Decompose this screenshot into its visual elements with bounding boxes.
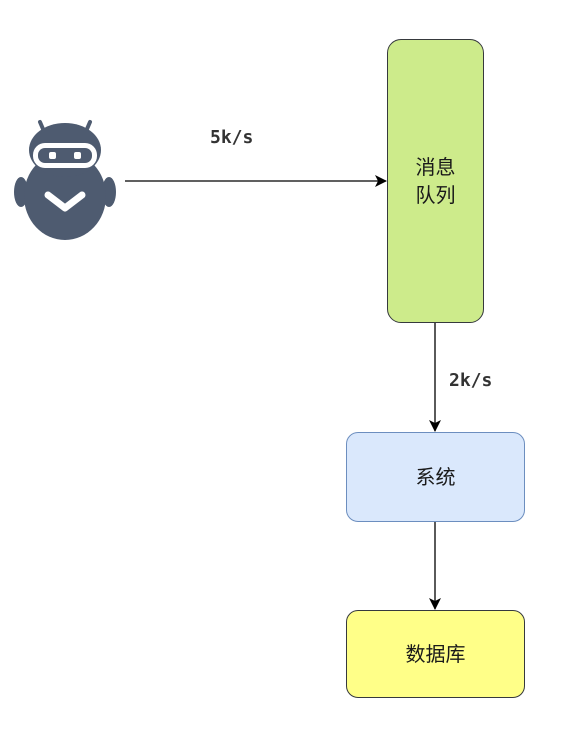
robot-icon [14,120,116,240]
system-label: 系统 [415,465,456,489]
database-label: 数据库 [405,642,466,666]
message-queue-label-line1: 消息 [415,155,456,179]
system-node[interactable]: 系统 [346,432,525,522]
database-node[interactable]: 数据库 [346,610,525,698]
edge-label-queue-to-system: 2k/s [449,370,493,391]
message-queue-label-line2: 队列 [415,183,456,207]
message-queue-node[interactable]: 消息 队列 [387,39,484,323]
edge-label-producer-to-queue: 5k/s [210,127,254,148]
